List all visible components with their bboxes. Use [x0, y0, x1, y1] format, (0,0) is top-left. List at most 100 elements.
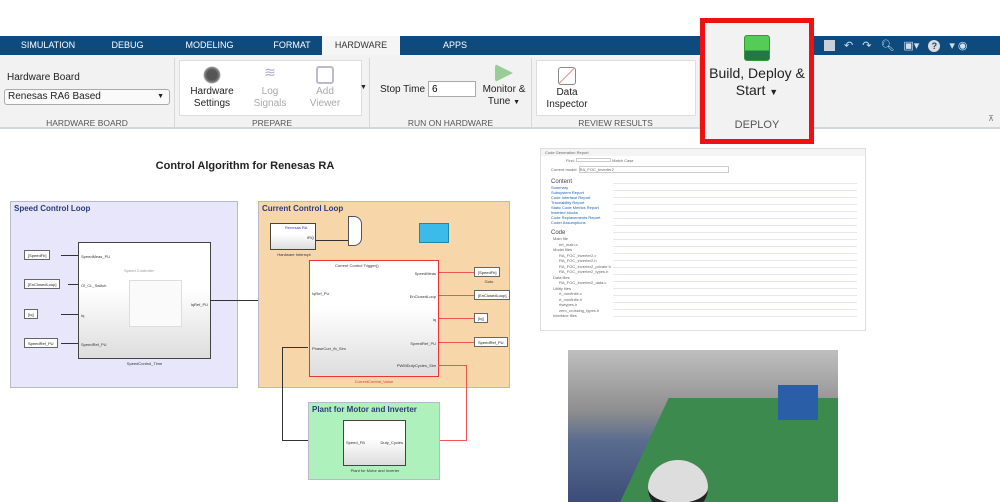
tab-format[interactable]: FORMAT	[273, 40, 311, 50]
tab-modeling[interactable]: MODELING	[185, 40, 234, 50]
speed-control-subsystem[interactable]: SpeedMeas_PU Ol_CL_Switch Iq SpeedRef_PU…	[78, 242, 211, 359]
from-tag[interactable]: [SpeedFb]	[24, 250, 51, 260]
tab-hardware[interactable]: HARDWARE	[322, 36, 400, 55]
from-tag[interactable]: [EnClosedLoop]	[24, 279, 61, 289]
current-model-select[interactable]: RA_FOC_Inverter2	[578, 166, 729, 173]
run-on-hardware-section: Stop Time Monitor & Tune ▼ RUN ON HARDWA…	[370, 58, 532, 128]
prepare-section: Hardware Settings ≋Log Signals Add Viewe…	[175, 58, 370, 128]
redo-icon[interactable]: ↷	[862, 40, 872, 52]
motor	[648, 460, 708, 502]
data-inspector-button[interactable]: Data Inspector	[542, 67, 592, 111]
gear-icon	[203, 66, 221, 84]
section-label: HARDWARE BOARD	[46, 118, 128, 128]
hardware-board-value: Renesas RA6 Based	[8, 91, 101, 102]
monitor-tune-icon	[495, 64, 513, 82]
report-link[interactable]: Static Code Metrics Report	[551, 205, 599, 210]
report-file[interactable]: Interface files	[553, 313, 577, 318]
collapse-ribbon-icon[interactable]: ⊼	[988, 114, 994, 123]
goto-tag[interactable]: SpeedRef_PU	[474, 337, 508, 347]
report-link[interactable]: Subsystem Report	[551, 190, 584, 195]
report-link[interactable]: Summary	[551, 185, 569, 190]
merge-block[interactable]	[348, 216, 362, 246]
access-button[interactable]	[419, 223, 449, 243]
code-view[interactable]	[613, 179, 857, 322]
report-file[interactable]: Data files	[553, 274, 570, 280]
section-label: PREPARE	[252, 118, 292, 128]
add-viewer-button[interactable]: Add Viewer	[300, 66, 350, 110]
block-caption: Plant for Motor and Inverter	[350, 468, 400, 473]
menu-icon[interactable]: ▾ ◉	[949, 40, 968, 52]
rubiks-cube	[778, 385, 818, 420]
tab-apps[interactable]: APPS	[442, 40, 467, 50]
current-control-subsystem[interactable]: Current Control Trigger() IqRef_PU Phase…	[309, 260, 439, 377]
find-input[interactable]	[576, 158, 612, 162]
goto-tag[interactable]: [SpeedFb]	[474, 267, 501, 277]
build-deploy-icon	[744, 35, 770, 61]
report-link[interactable]: Code Replacements Report	[551, 215, 601, 220]
section-label: REVIEW RESULTS	[578, 118, 653, 128]
undo-icon[interactable]: ↶	[844, 40, 854, 52]
prepare-expand-icon[interactable]: ▼	[360, 84, 367, 91]
wireless-icon: ≋	[264, 64, 276, 80]
block-caption: Hardware Interrupt	[277, 252, 311, 257]
report-link[interactable]: Coder Assumptions	[551, 220, 586, 225]
search-icon[interactable]: 🔍︎	[880, 40, 895, 52]
monitor-tune-button[interactable]: Monitor & Tune ▼	[480, 64, 528, 109]
report-file[interactable]: RA_FOC_Inverter2.c	[559, 252, 597, 258]
goto-tag[interactable]: [EnClosedLoop]	[474, 290, 511, 300]
hardware-photo	[568, 350, 838, 502]
report-file[interactable]: RA_FOC_Inverter2_private.h	[559, 263, 611, 269]
tab-simulation[interactable]: SIMULATION	[20, 40, 76, 50]
report-link[interactable]: Traceability Report	[551, 200, 585, 205]
report-file[interactable]: ert_main.c	[559, 241, 578, 247]
report-file[interactable]: RA_FOC_Inverter2_types.h	[559, 269, 609, 274]
from-tag[interactable]: [Iq]	[24, 309, 38, 319]
plant-area: Plant for Motor and Inverter Speed_FB Du…	[308, 402, 440, 480]
plant-subsystem[interactable]: Speed_FB Duty_Cycles	[343, 420, 406, 466]
report-file[interactable]: rtwtypes.h	[559, 302, 578, 307]
report-file[interactable]: Model files	[553, 247, 573, 252]
area-title: Plant for Motor and Inverter	[312, 405, 417, 414]
help-icon[interactable]: ?	[928, 39, 941, 52]
current-control-loop-area: Current Control Loop Renesas RA IRQ Hard…	[258, 201, 511, 388]
report-file[interactable]: rt_nonfinite.h	[559, 296, 583, 302]
block-caption: CurrentControl_Value	[354, 379, 394, 384]
diagram-title: Control Algorithm for Renesas RA	[155, 160, 335, 172]
ribbon: Hardware Board Renesas RA6 Based▼ HARDWA…	[0, 55, 1000, 129]
deploy-section-highlight: Build, Deploy & Start ▼ DEPLOY	[700, 18, 814, 144]
stop-time-input[interactable]	[428, 81, 476, 97]
hardware-board-select[interactable]: Renesas RA6 Based▼	[4, 89, 170, 105]
stop-time-label: Stop Time	[380, 84, 426, 95]
data-inspector-icon	[558, 67, 576, 85]
report-file[interactable]: Utility files	[553, 285, 572, 291]
block-caption: SpeedControl_Time	[126, 361, 163, 366]
report-file[interactable]: rt_nonfinite.c	[559, 291, 582, 296]
save-icon[interactable]	[824, 40, 835, 51]
settings-icon[interactable]: ▣▾	[903, 40, 920, 52]
speed-control-loop-area: Speed Control Loop [SpeedFb] [EnClosedLo…	[10, 201, 238, 388]
section-label: DEPLOY	[734, 119, 780, 131]
tab-debug[interactable]: DEBUG	[111, 40, 144, 50]
review-results-section: Data Inspector REVIEW RESULTS	[532, 58, 700, 128]
match-case[interactable]: Match Case	[612, 158, 634, 163]
hardware-interrupt-block[interactable]: Renesas RA IRQ	[270, 223, 316, 250]
hardware-board-section: Hardware Board Renesas RA6 Based▼ HARDWA…	[0, 58, 175, 128]
report-link[interactable]: Inserted blocks	[551, 210, 578, 215]
log-signals-button[interactable]: ≋Log Signals	[253, 64, 287, 109]
report-file[interactable]: RA_FOC_Inverter2_data.c	[559, 280, 607, 285]
report-file[interactable]: zero_crossing_types.h	[559, 307, 600, 313]
area-title: Current Control Loop	[262, 204, 344, 213]
hardware-board-label: Hardware Board	[7, 72, 80, 83]
report-find-bar: Find: Match Case	[566, 158, 634, 163]
report-link[interactable]: Code Interface Report	[551, 195, 591, 200]
hardware-settings-button[interactable]: Hardware Settings	[187, 66, 237, 110]
report-file[interactable]: RA_FOC_Inverter2.h	[559, 258, 597, 263]
goto-tag[interactable]: [Iq]	[474, 313, 488, 323]
build-deploy-start-button[interactable]: Build, Deploy & Start ▼	[705, 35, 809, 101]
from-tag[interactable]: SpeedRef_PU	[24, 338, 58, 348]
report-file[interactable]: Main file	[553, 236, 568, 241]
code-generation-report: Code Generation Report Find: Match Case …	[540, 148, 866, 331]
current-model-row: Current model: RA_FOC_Inverter2	[541, 164, 865, 175]
area-title: Speed Control Loop	[14, 204, 91, 213]
